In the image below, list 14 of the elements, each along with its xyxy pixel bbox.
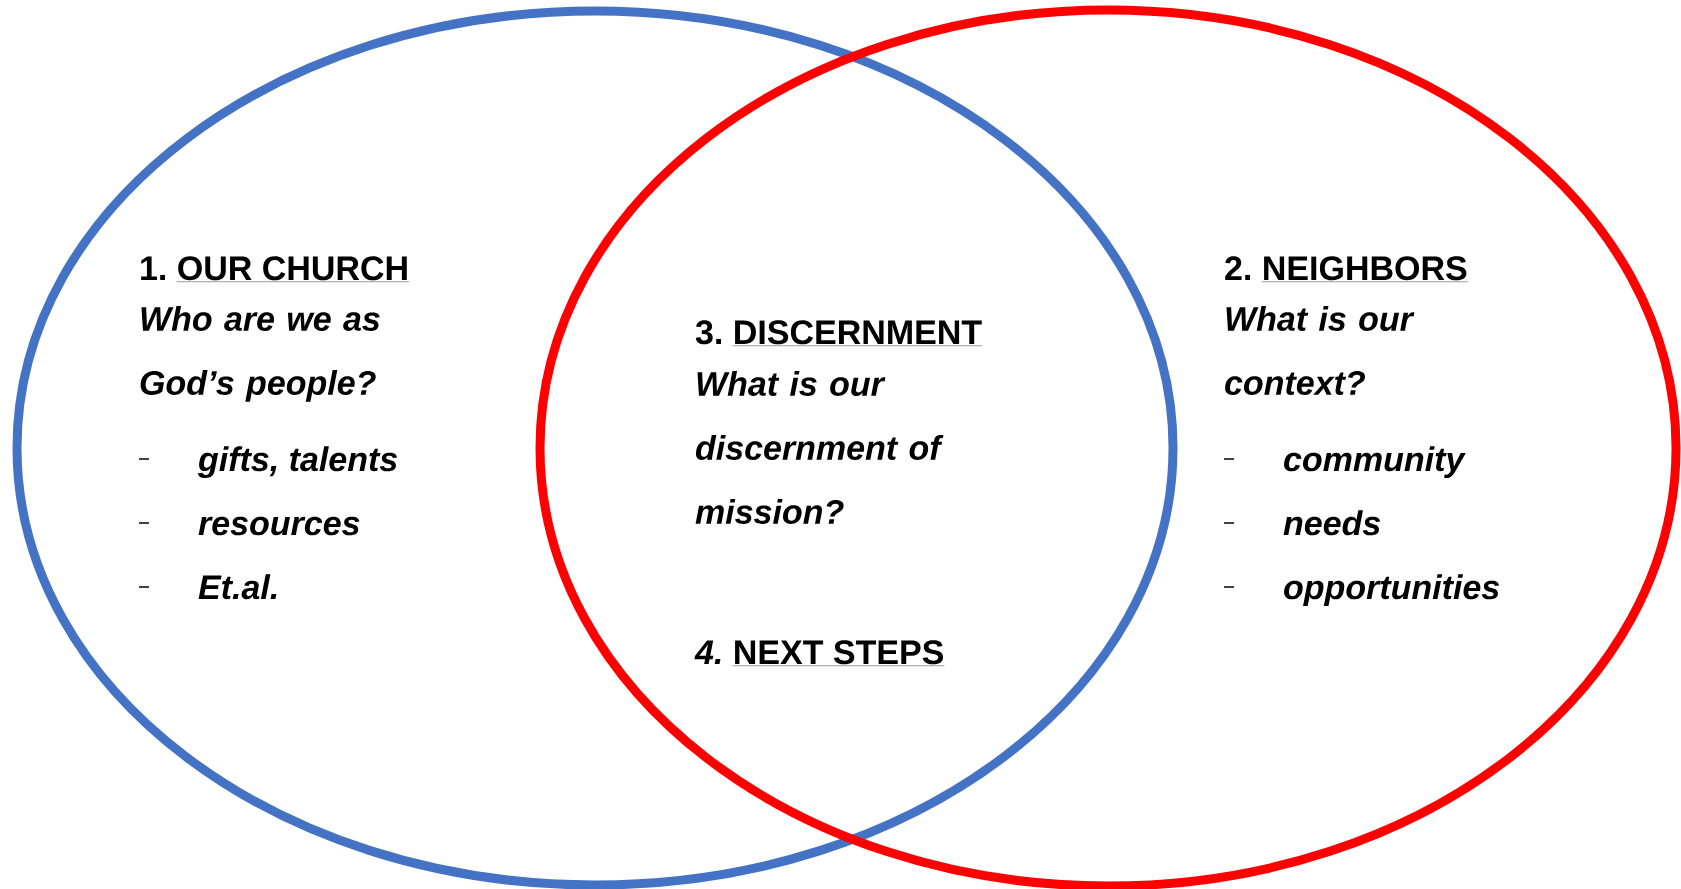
question: What is our context? [1225,306,1415,395]
heading: 3. DISCERNMENT [695,320,983,346]
list-item: Et.al. [198,574,277,600]
question: Who are we as God’s people? [140,306,380,402]
heading: 4. NEXT STEPS [694,640,945,666]
list-item: opportunities [1284,574,1500,607]
list-item: community [1284,446,1466,479]
heading: 2. NEIGHBORS [1225,256,1468,282]
list-item: needs [1283,510,1381,536]
ellipse [12,6,1178,889]
heading: 1. OUR CHURCH [141,256,410,282]
list-item: resources [198,516,360,536]
question: What is our discernment of mission? [695,371,944,524]
list-item: gifts, talents [197,446,398,479]
